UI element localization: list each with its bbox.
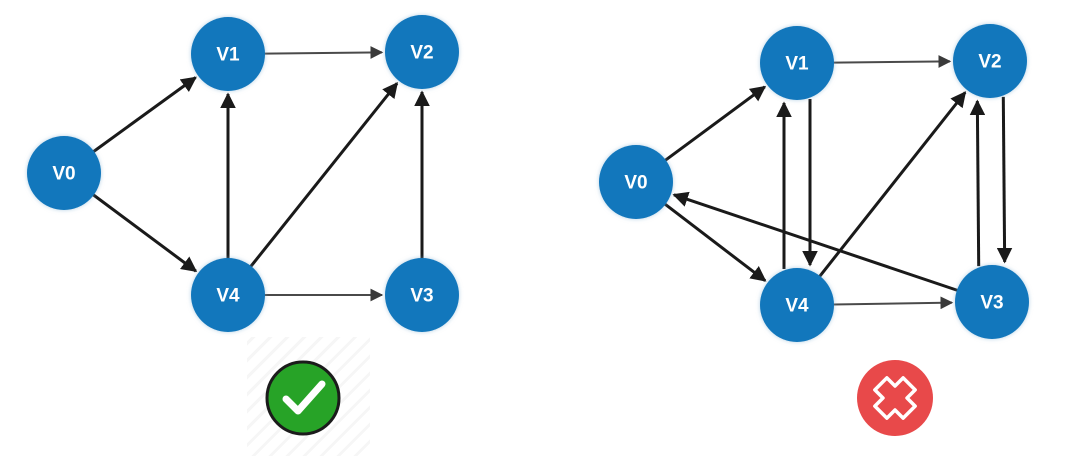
- node-circle: [191, 258, 265, 332]
- node-circle: [191, 17, 265, 91]
- edge-v0-to-v1: [92, 76, 197, 154]
- node-circle: [385, 15, 459, 89]
- node-label: V4: [785, 296, 809, 317]
- node-circle: [760, 268, 834, 342]
- graph-node-v3[interactable]: V3: [955, 265, 1029, 339]
- graph-node-v4[interactable]: V4: [191, 258, 265, 332]
- edge-v1-to-v2: [832, 55, 952, 68]
- invalid-edges-layer: [663, 55, 1013, 310]
- node-label: V2: [978, 52, 1001, 73]
- node-circle: [27, 136, 101, 210]
- edge-v4-to-v3: [832, 296, 954, 310]
- edge-v3-to-v2: [969, 99, 986, 267]
- edge-v4-to-v2: [818, 91, 967, 278]
- edge-v0-to-v1: [664, 85, 767, 162]
- node-label: V1: [785, 54, 809, 75]
- graph-node-v4[interactable]: V4: [760, 268, 834, 342]
- graph-node-v0[interactable]: V0: [27, 136, 101, 210]
- valid-status-badge: [265, 360, 341, 436]
- graph-node-v2[interactable]: V2: [953, 24, 1027, 98]
- node-label: V3: [980, 293, 1003, 314]
- valid-badge-circle: [265, 360, 341, 436]
- node-circle: [955, 265, 1029, 339]
- node-circle: [760, 26, 834, 100]
- node-circle: [599, 145, 673, 219]
- invalid-status-badge: [857, 360, 933, 436]
- node-label: V4: [216, 286, 240, 307]
- graph-node-v2[interactable]: V2: [385, 15, 459, 89]
- node-circle: [953, 24, 1027, 98]
- valid-edges-layer: [91, 46, 430, 302]
- cross-icon: [873, 376, 917, 420]
- edge-v0-to-v4: [91, 193, 198, 273]
- graph-node-v1[interactable]: V1: [760, 26, 834, 100]
- graph-node-v0[interactable]: V0: [599, 145, 673, 219]
- edge-v4-to-v2: [249, 82, 399, 268]
- node-circle: [385, 258, 459, 332]
- graph-node-v1[interactable]: V1: [191, 17, 265, 91]
- graph-node-v3[interactable]: V3: [385, 258, 459, 332]
- node-label: V3: [410, 286, 433, 307]
- edge-v0-to-v4: [663, 202, 767, 282]
- edge-v3-to-v0: [672, 191, 959, 292]
- node-label: V0: [624, 173, 647, 194]
- edge-v1-to-v2: [263, 46, 384, 59]
- node-label: V0: [52, 164, 75, 185]
- node-label: V1: [216, 45, 240, 66]
- node-label: V2: [410, 43, 433, 64]
- check-icon: [282, 380, 326, 415]
- edge-v2-to-v3: [996, 96, 1013, 264]
